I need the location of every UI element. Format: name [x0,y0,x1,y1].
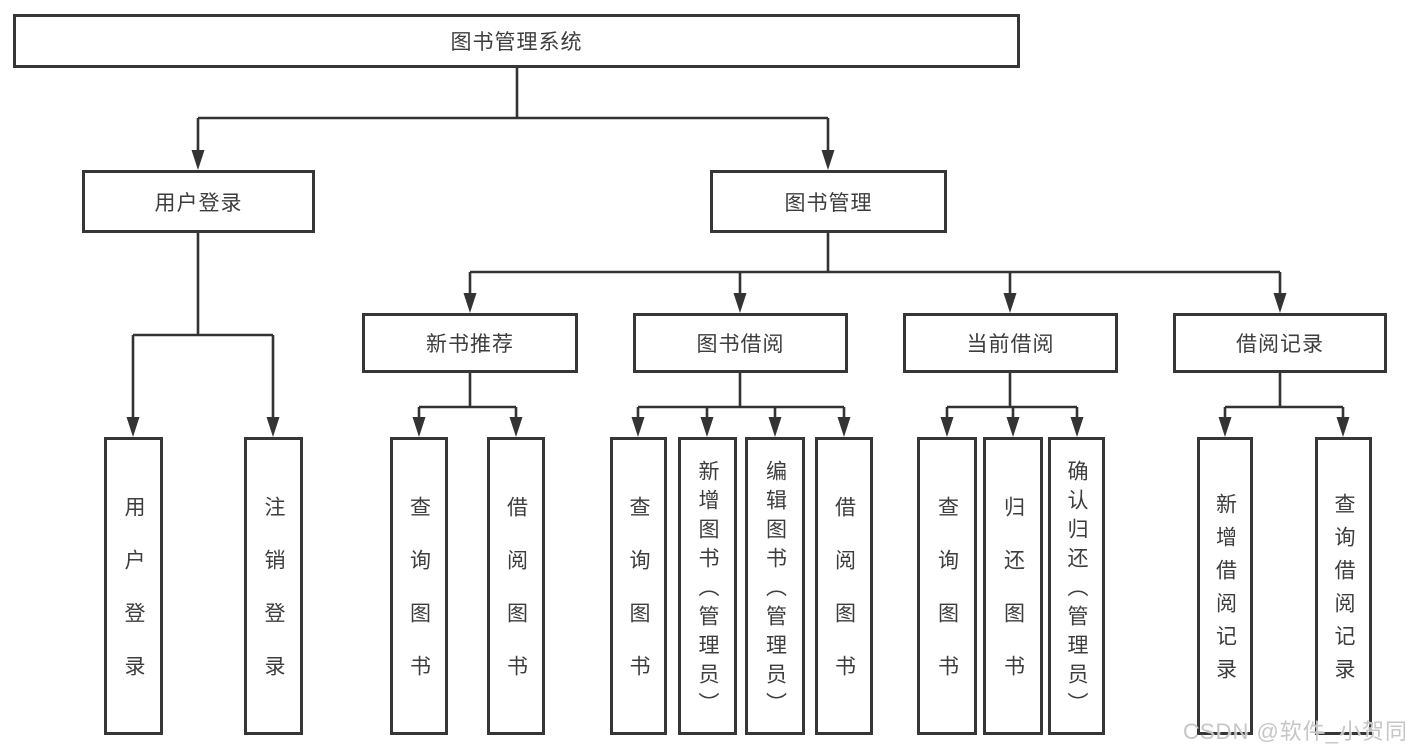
node-label: 借阅记录 [1236,333,1324,356]
node-leaf-logout: 注销登录 [244,437,303,735]
node-label: 用户登录 [154,191,243,215]
node-label: 确认归还（管理员） [1065,459,1089,721]
node-leaf-edit-books-admin: 编辑图书（管理员） [745,437,805,735]
node-label: 新增图书（管理员） [696,459,720,721]
node-leaf-borrow-books-borrow: 借阅图书 [815,437,873,735]
node-new-book-recommend: 新书推荐 [362,313,578,373]
node-label: 注销登录 [262,496,286,708]
node-book-borrow: 图书借阅 [633,313,848,373]
node-label: 用户登录 [122,496,146,708]
node-current-borrow: 当前借阅 [903,313,1118,373]
node-label: 图书借阅 [696,333,785,356]
node-label: 图书管理系统 [450,31,583,54]
node-label: 查询借阅记录 [1332,493,1356,691]
node-book-management: 图书管理 [710,170,947,233]
node-label: 图书管理 [784,191,873,215]
node-user-login: 用户登录 [82,170,315,233]
node-label: 查询图书 [407,496,431,708]
node-leaf-borrow-books-rec: 借阅图书 [487,437,545,735]
node-leaf-add-borrow-record: 新增借阅记录 [1197,437,1253,735]
arrowheads [126,150,1350,437]
node-label: 查询图书 [935,496,959,708]
node-label: 查询图书 [627,496,651,708]
node-leaf-user-login: 用户登录 [104,437,163,735]
node-label: 编辑图书（管理员） [763,459,787,721]
node-label: 借阅图书 [504,496,528,708]
node-label: 借阅图书 [832,496,856,708]
node-leaf-return-books: 归还图书 [983,437,1043,735]
node-leaf-query-books-rec: 查询图书 [390,437,448,735]
node-leaf-query-borrow-record: 查询借阅记录 [1315,437,1372,735]
node-label: 新书推荐 [426,333,514,356]
node-leaf-query-books-borrow: 查询图书 [610,437,667,735]
node-leaf-confirm-return-admin: 确认归还（管理员） [1048,437,1105,735]
node-label: 当前借阅 [966,333,1055,356]
node-label: 归还图书 [1001,496,1025,708]
csdn-watermark: CSDN @软件_小贺同学 [1183,719,1405,744]
node-leaf-query-books-current: 查询图书 [917,437,977,735]
node-root-library-system: 图书管理系统 [13,14,1020,68]
node-borrow-records: 借阅记录 [1173,313,1387,373]
node-label: 新增借阅记录 [1213,493,1237,691]
node-leaf-add-books-admin: 新增图书（管理员） [678,437,737,735]
